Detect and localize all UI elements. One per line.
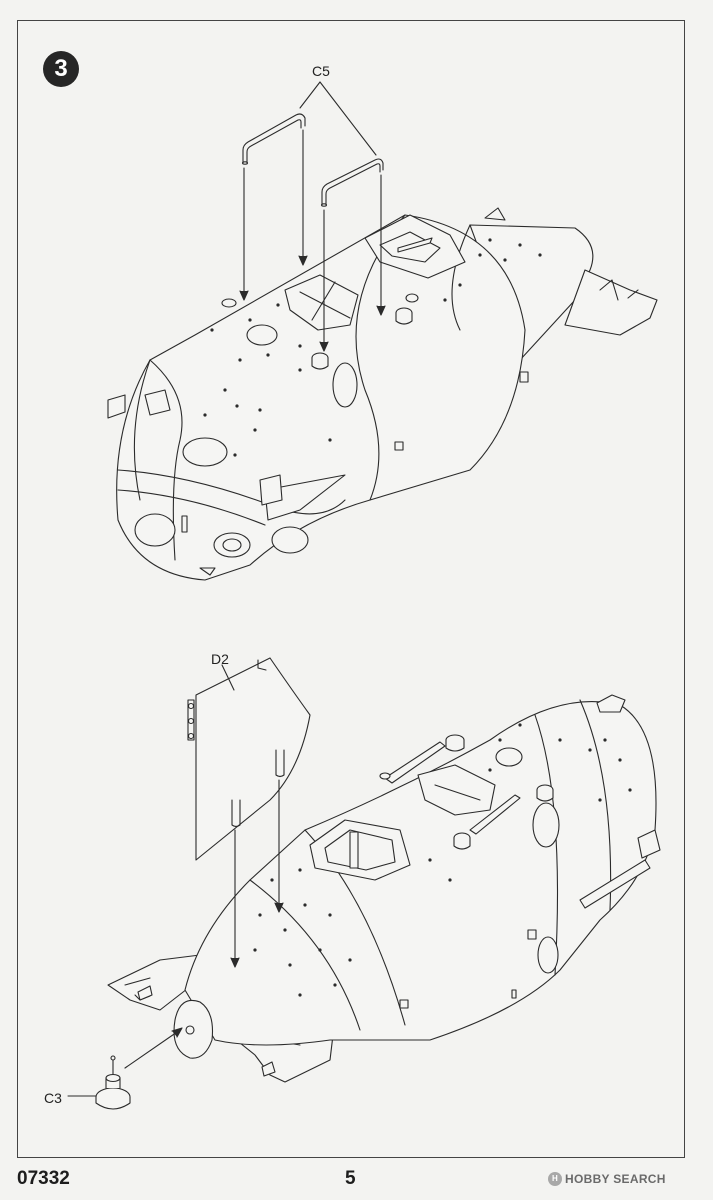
propeller-c3 (95, 1055, 131, 1110)
watermark-text: HOBBY SEARCH (565, 1172, 666, 1186)
submarine-hull-bottom-view (107, 694, 661, 1083)
leader-lines-c5 (299, 81, 377, 156)
hobby-search-logo-icon: H (548, 1172, 562, 1186)
leader-line-d2 (221, 664, 235, 691)
part-label-c5: C5 (312, 63, 330, 79)
page-frame (17, 20, 685, 1158)
part-label-c3: C3 (44, 1090, 62, 1106)
step-number-badge: 3 (43, 51, 79, 87)
handrail-c5-left (241, 113, 306, 165)
rudder-d2 (187, 657, 311, 861)
submarine-hull-top-view (107, 207, 658, 581)
handrail-c5-right (320, 158, 384, 207)
guide-arrows-c5 (239, 129, 386, 352)
part-label-d2: D2 (211, 651, 229, 667)
watermark: H HOBBY SEARCH (548, 1172, 666, 1186)
guide-arrow-c3 (124, 1027, 183, 1069)
product-code: 07332 (17, 1168, 70, 1189)
page-number: 5 (345, 1168, 356, 1189)
guide-arrows-d2 (230, 779, 284, 968)
